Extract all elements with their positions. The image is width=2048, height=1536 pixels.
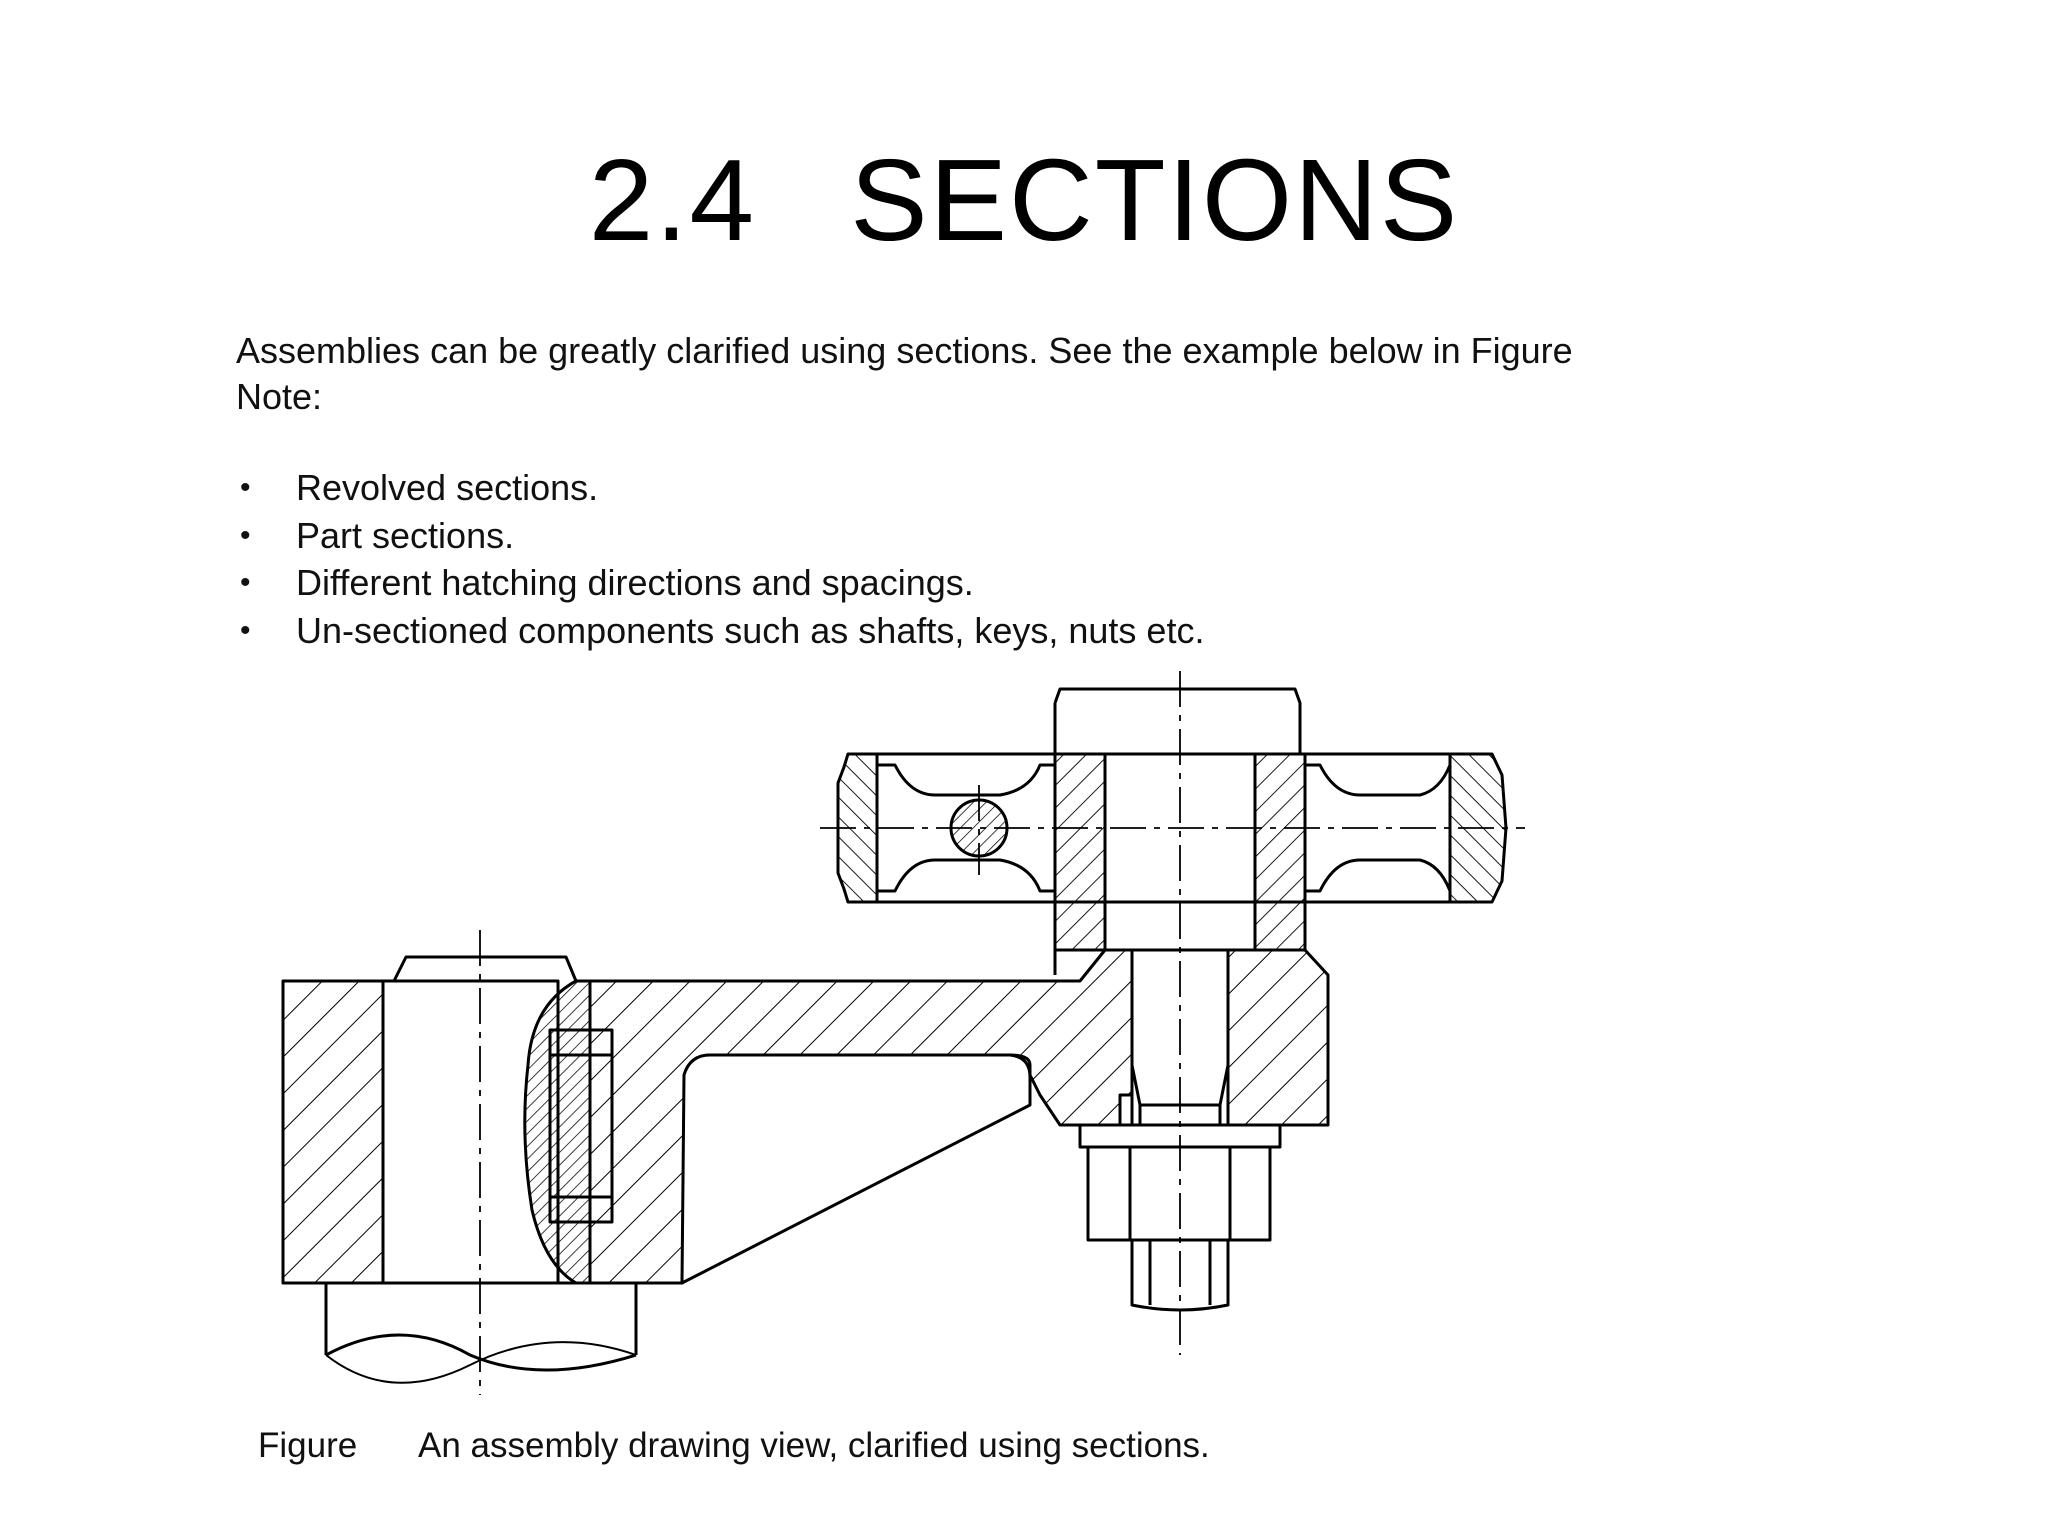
caption-text: An assembly drawing view, clarified usin… xyxy=(418,1426,1210,1465)
clamp-body xyxy=(281,948,1330,1285)
bullet-item: • Revolved sections. xyxy=(236,464,1736,512)
bullet-text: Different hatching directions and spacin… xyxy=(296,562,974,603)
bullet-item: • Part sections. xyxy=(236,512,1736,560)
handwheel xyxy=(836,752,1508,952)
shaft-bottom xyxy=(324,1283,638,1384)
slide-title: 2.4 SECTIONS xyxy=(588,135,1460,265)
bullet-item: • Different hatching directions and spaci… xyxy=(236,559,1736,607)
bullet-dot: • xyxy=(240,471,251,504)
bullet-text: Un-sectioned components such as shafts, … xyxy=(296,609,1205,651)
caption-label: Figure xyxy=(258,1426,358,1465)
intro-line-1: Assemblies can be greatly clarified usin… xyxy=(236,330,1573,371)
bullet-dot: • xyxy=(240,613,251,647)
bullet-text: Part sections. xyxy=(296,514,515,556)
intro-paragraph: Assemblies can be greatly clarified usin… xyxy=(236,328,1836,420)
figure-caption: Figure An assembly drawing view, clarifie… xyxy=(258,1424,1210,1468)
bullet-list: • Revolved sections. • Part sections. • Dif… xyxy=(236,464,1736,654)
bullet-dot: • xyxy=(240,566,251,599)
bullet-item: • Un-sectioned components such as shafts,… xyxy=(236,607,1736,655)
intro-line-2: Note: xyxy=(236,376,323,417)
assembly-drawing xyxy=(281,671,1525,1395)
bullet-text: Revolved sections. xyxy=(296,467,599,508)
bullet-dot: • xyxy=(240,518,251,552)
